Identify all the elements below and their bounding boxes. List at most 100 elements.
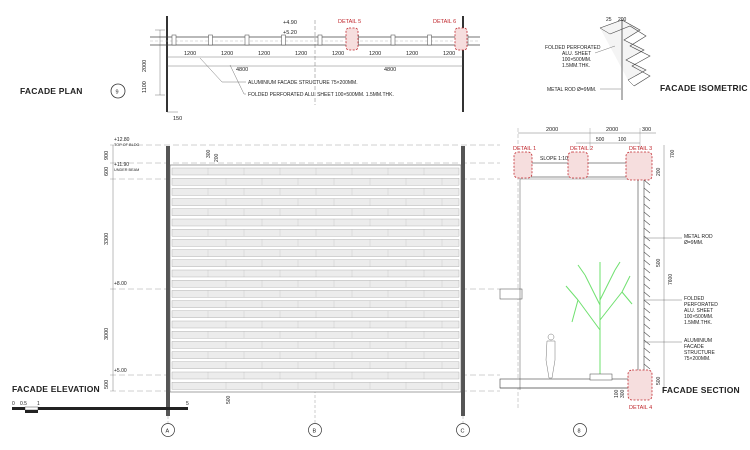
person-figure (545, 333, 556, 379)
facade-slat (171, 290, 460, 298)
section-right-dim-4: 7600 (668, 274, 674, 285)
plan-span-6: 1200 (369, 51, 381, 57)
facade-slat (171, 229, 460, 237)
elev-dim-600: 600 (104, 167, 110, 176)
section-right-dim-3: 500 (656, 258, 662, 267)
section-fin (643, 323, 651, 330)
scale-0-5: 0.5 (20, 401, 27, 407)
plan-panel (171, 34, 177, 46)
iso-note-1: FOLDED PERFORATED (545, 45, 601, 51)
facade-section: 2000 2000 300 500 100 SLOPE 1:100 (499, 127, 740, 437)
iso-note-rod: METAL ROD Ø=9MM. (547, 87, 596, 93)
facade-slat (171, 249, 460, 257)
section-fin (643, 291, 651, 298)
plan-title: FACADE PLAN (20, 86, 83, 96)
section-sheet-5: 1.5MM.THK. (684, 320, 712, 326)
section-fin (643, 299, 651, 306)
section-sub-dim-2: 100 (618, 137, 627, 143)
section-top-dim-1: 2000 (546, 127, 558, 133)
elev-level-3: +8.00 (114, 281, 127, 287)
elev-level-1: +12.80 (114, 137, 130, 143)
section-fin (643, 347, 651, 354)
plan-panel (244, 34, 250, 46)
section-fin (643, 355, 651, 362)
section-struct-3: STRUCTURE (684, 350, 715, 356)
scale-bar: 0 0.5 1 5 (12, 401, 189, 413)
section-fin (643, 195, 651, 202)
elevation-title: FACADE ELEVATION (12, 384, 100, 394)
plan-note-structure: ALUMINIUM FACADE STRUCTURE 75×200MM. (248, 80, 358, 86)
elevation-slats (171, 167, 460, 390)
facade-slat (171, 341, 460, 349)
section-fin (643, 219, 651, 226)
facade-slat (171, 320, 460, 329)
section-rod-2: Ø=9MM. (684, 240, 703, 246)
section-right-dim-1: 700 (670, 149, 676, 158)
facade-slat (171, 188, 460, 196)
section-fins (643, 179, 651, 386)
facade-slat (171, 167, 460, 176)
facade-slat (171, 310, 460, 318)
section-top-dim-2: 2000 (606, 127, 618, 133)
facade-slat (171, 331, 460, 339)
elev-level-2: +11.90 (114, 162, 129, 168)
elev-top-small-2: 200 (214, 153, 220, 162)
section-right-dim-5: 500 (656, 376, 662, 385)
facade-slat (171, 178, 460, 186)
section-sheet-3: ALU. SHEET (684, 308, 713, 314)
section-fin (643, 235, 651, 242)
section-fin (643, 203, 651, 210)
facade-slat (171, 218, 460, 227)
section-fin (643, 251, 651, 258)
plan-span-4: 1200 (295, 51, 307, 57)
facade-plan: +4.90 +5.20 1200 1200 1200 1200 1200 120… (20, 16, 480, 122)
plan-span-3: 1200 (258, 51, 270, 57)
section-fin (643, 211, 651, 218)
section-fin (643, 315, 651, 322)
section-fin (643, 187, 651, 194)
section-detail-2: DETAIL 2 (570, 146, 593, 152)
section-fin (643, 307, 651, 314)
section-right-dim-2: 200 (656, 167, 662, 176)
scale-1: 1 (37, 401, 40, 407)
section-fin (643, 259, 651, 266)
facade-slat (171, 280, 460, 288)
scale-5: 5 (186, 401, 189, 407)
facade-slat (171, 382, 460, 390)
section-top-dim-3: 300 (642, 127, 651, 133)
facade-isometric: 25 200 FOLDED PERFORATED ALU. SHEET 100×… (545, 17, 748, 100)
section-fin (643, 275, 651, 282)
iso-dim-2: 200 (618, 17, 627, 23)
facade-slat (171, 269, 460, 278)
plan-span-2: 1200 (221, 51, 233, 57)
plan-total-1: 4800 (236, 67, 248, 73)
iso-dim-1: 25 (606, 17, 612, 23)
facade-slat (171, 208, 460, 216)
scale-0: 0 (12, 401, 15, 407)
plan-span-5: 1200 (332, 51, 344, 57)
plan-level-top: +4.90 (283, 20, 297, 26)
section-rod-1: METAL ROD (684, 234, 713, 240)
plan-panel (281, 34, 286, 46)
section-sheet-4: 100×500MM. (684, 314, 713, 320)
elev-bottom-dim: 500 (226, 395, 232, 404)
section-slope: SLOPE 1:100 (540, 156, 571, 162)
section-fin (643, 243, 651, 250)
plan-panel (317, 34, 323, 46)
section-title: FACADE SECTION (662, 385, 740, 395)
elev-dim-500: 500 (104, 380, 110, 389)
section-fin (643, 331, 651, 338)
plan-note-sheet: FOLDED PERFORATED ALU. SHEET 100×500MM. … (248, 92, 394, 98)
plan-total-2: 4800 (384, 67, 396, 73)
plan-depth-2: 1100 (142, 81, 148, 93)
facade-slat (171, 351, 460, 359)
section-sheet-2: PERFORATED (684, 302, 718, 308)
section-sheet-number: 8 (578, 429, 581, 435)
elev-dim-3000: 3000 (104, 328, 110, 340)
section-fin (643, 227, 651, 234)
facade-slat (171, 198, 460, 206)
section-detail-1: DETAIL 1 (513, 146, 536, 152)
facade-slat (171, 300, 460, 308)
facade-slat (171, 239, 460, 247)
section-struct-1: ALUMINIUM (684, 338, 712, 344)
